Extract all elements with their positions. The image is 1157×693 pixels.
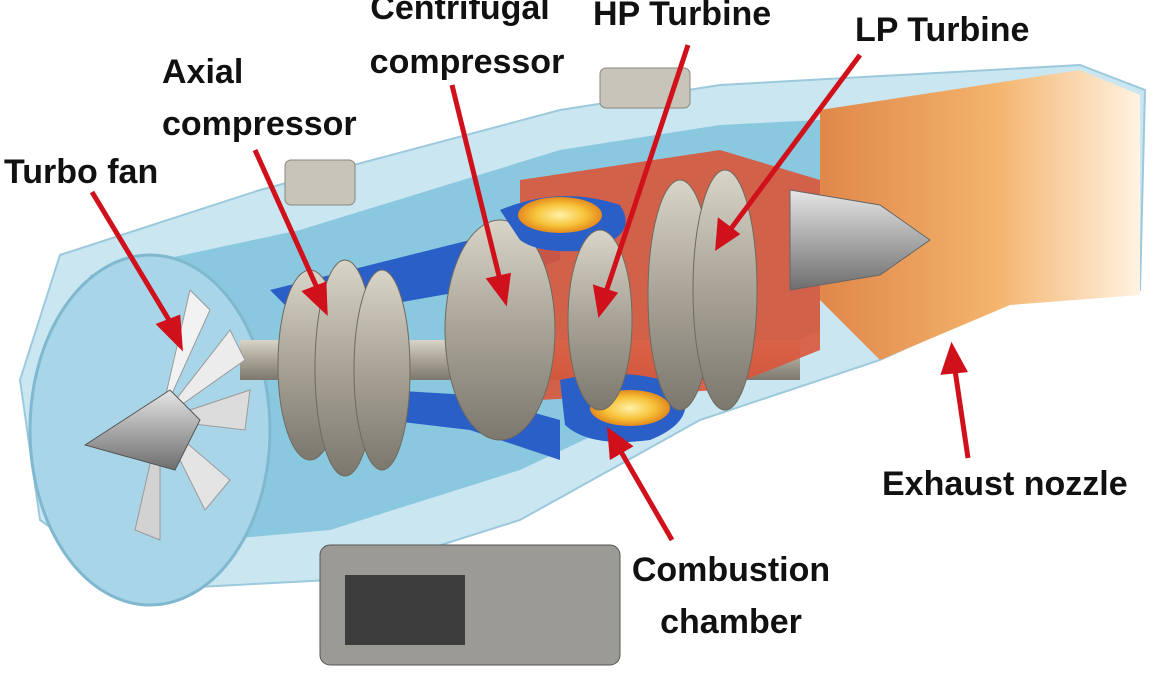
label-arrows (89, 44, 971, 542)
fan-blades (134, 289, 251, 541)
lp-turbine-discs (647, 169, 758, 411)
label-lp-turbine: LP Turbine (855, 11, 1030, 49)
spinner-cone (83, 389, 201, 471)
arrow-combustion-chamber (617, 448, 675, 542)
label-axial-compressor-line2: compressor (162, 105, 357, 143)
arrow-axial-compressor (252, 148, 321, 292)
arrow-hp-turbine (603, 44, 691, 293)
label-centrifugal-compressor-line2: compressor (369, 43, 565, 81)
gearbox-block (345, 575, 465, 645)
label-exhaust-nozzle: Exhaust nozzle (882, 465, 1128, 503)
top-accessory-2 (599, 67, 691, 109)
label-hp-turbine: HP Turbine (593, 0, 772, 33)
label-turbo-fan: Turbo fan (4, 153, 159, 191)
label-axial-compressor-line1: Axial (162, 53, 244, 91)
arrow-lp-turbine (727, 53, 863, 232)
arrow-exhaust-nozzle (952, 369, 971, 459)
exhaust-cone (789, 189, 931, 291)
hp-turbine-disc (567, 229, 633, 411)
exhaust-nozzle-shape (820, 70, 1140, 360)
label-combustion-chamber-line1: Combustion (631, 551, 831, 589)
top-accessory-1 (284, 159, 356, 206)
label-combustion-chamber-line2: chamber (660, 603, 802, 641)
arrow-centrifugal-compressor (449, 84, 503, 281)
axial-compressor-discs (277, 259, 411, 477)
centrifugal-impeller (444, 219, 556, 441)
arrow-turbo-fan (89, 190, 175, 327)
label-centrifugal-compressor-line1: Centrifugal (370, 0, 550, 27)
flame-top (518, 197, 602, 233)
